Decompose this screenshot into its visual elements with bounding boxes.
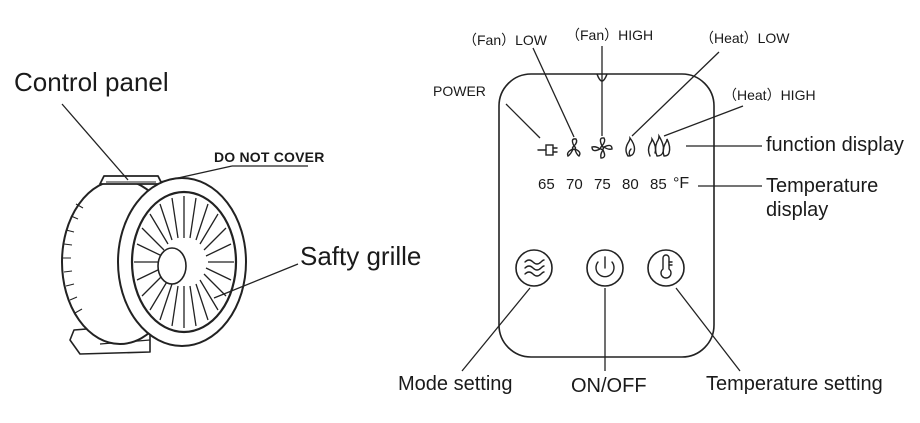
power-leader	[505, 103, 541, 139]
do-not-cover-label: DO NOT COVER	[214, 149, 325, 165]
heat-low-leader	[631, 51, 720, 137]
flame-low-icon	[625, 135, 636, 157]
function-display-label: function display	[766, 134, 904, 156]
temp-readout-70: 70	[566, 176, 583, 193]
grille-blades	[134, 196, 234, 328]
temperature-display-label-line2: display	[766, 199, 829, 221]
power-icon	[595, 256, 615, 278]
flame-high-icon	[647, 133, 671, 157]
control-panel-label: Control panel	[14, 67, 169, 97]
temp-readout-85: 85	[650, 176, 667, 193]
plug-icon	[537, 144, 558, 156]
temp-readout-65: 65	[538, 176, 555, 193]
fan-low-leader	[532, 47, 575, 138]
fan-low-label: （Fan）LOW	[463, 32, 548, 48]
do-not-cover-leader	[159, 165, 233, 183]
waves-icon	[524, 259, 545, 277]
thermometer-icon	[660, 254, 673, 279]
heat-high-label: （Heat）HIGH	[723, 87, 816, 103]
heater-rear-ribs	[63, 203, 84, 314]
fan-low-icon	[566, 138, 581, 158]
temperature-display-label-line1: Temperature	[766, 175, 879, 197]
temp-readout-75: 75	[594, 176, 611, 193]
temp-readout-80: 80	[622, 176, 639, 193]
temperature-button[interactable]	[647, 249, 685, 287]
grille-hub	[157, 247, 187, 285]
safety-grille-leader	[213, 263, 299, 299]
mode-setting-label: Mode setting	[398, 373, 513, 395]
heat-high-leader	[663, 105, 744, 137]
heat-low-label: （Heat）LOW	[700, 30, 790, 46]
on-off-label: ON/OFF	[571, 375, 647, 397]
temp-unit-label: °F	[673, 175, 690, 192]
control-panel-face	[498, 73, 715, 358]
control-panel-housing	[99, 175, 163, 185]
control-panel-leader	[61, 103, 129, 181]
temperature-setting-label: Temperature setting	[706, 373, 883, 395]
mode-setting-leader	[461, 287, 531, 372]
safety-grille-label: Safty grille	[300, 241, 422, 271]
power-label: POWER	[433, 83, 486, 99]
fan-high-icon	[591, 137, 613, 159]
fan-high-label: （Fan）HIGH	[566, 27, 654, 43]
temperature-setting-leader	[675, 287, 741, 372]
